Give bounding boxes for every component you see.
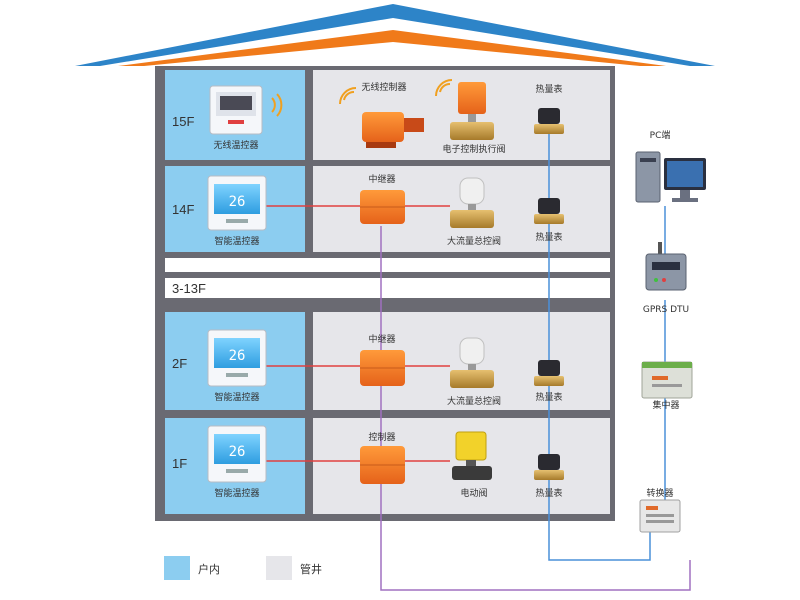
valve-label: 电动阀 <box>460 487 487 499</box>
controller-label: 中继器 <box>368 173 395 185</box>
pc-icon <box>635 151 706 203</box>
thermostat-icon: 26 <box>207 175 267 231</box>
floor-label: 3-13F <box>172 281 206 296</box>
wifi-icon <box>271 93 283 117</box>
meter-label: 热量表 <box>535 231 562 243</box>
controller-label: 无线控制器 <box>361 81 406 93</box>
heat-meter-icon <box>534 198 564 224</box>
thermostat-icon: 26 <box>207 425 267 483</box>
heat-meter-icon <box>534 454 564 480</box>
meter-label: 热量表 <box>535 487 562 499</box>
device-label: 智能温控器 <box>214 235 259 247</box>
floor-3-13f: 3-13F <box>165 278 610 298</box>
thermostat-display: 26 <box>229 348 246 364</box>
legend-indoor-label: 户内 <box>198 562 220 576</box>
converter-label: 转换器 <box>646 487 673 499</box>
pipe-wire <box>548 132 666 561</box>
concentrator-label: 集中器 <box>652 399 679 411</box>
large-valve-icon <box>450 177 494 228</box>
valve-label: 电子控制执行阀 <box>442 143 505 155</box>
device-label: 智能温控器 <box>214 487 259 499</box>
thermostat-display: 26 <box>229 194 246 210</box>
legend-pipe-swatch <box>266 556 292 580</box>
controller-icon <box>360 446 405 484</box>
repeater-icon <box>360 190 405 224</box>
valve-label: 大流量总控阀 <box>447 395 501 407</box>
meter-label: 热量表 <box>535 391 562 403</box>
controller-label: 中继器 <box>368 333 395 345</box>
thermostat-icon: 26 <box>207 329 267 387</box>
concentrator-icon <box>641 361 693 399</box>
converter-icon <box>639 499 681 533</box>
electronic-valve-icon <box>435 79 494 140</box>
thermostat-display: 26 <box>229 444 246 460</box>
large-valve-icon <box>450 337 494 388</box>
pc-label: PC端 <box>650 129 671 141</box>
floor-label: 14F <box>172 202 194 217</box>
floor-separator <box>165 258 610 272</box>
device-label: 智能温控器 <box>214 391 259 403</box>
gprs-label: GPRS DTU <box>643 305 689 315</box>
floor-label: 2F <box>172 356 187 371</box>
thermostat-icon <box>209 85 263 135</box>
repeater-icon <box>360 350 405 386</box>
bus-wire <box>380 226 691 591</box>
device-label: 无线温控器 <box>213 139 258 151</box>
legend-pipe-label: 管井 <box>300 562 322 576</box>
gprs-dtu-icon <box>645 242 687 291</box>
wireless-controller-icon <box>339 87 424 148</box>
floor-label: 1F <box>172 456 187 471</box>
red-wires <box>266 205 450 462</box>
legend: 户内 管井 <box>164 556 322 580</box>
controller-label: 控制器 <box>368 431 395 443</box>
heat-meter-icon <box>534 108 564 134</box>
heat-meter-icon <box>534 360 564 386</box>
legend-indoor-swatch <box>164 556 190 580</box>
roof <box>75 4 715 66</box>
meter-label: 热量表 <box>535 83 562 95</box>
floor-label: 15F <box>172 114 194 129</box>
valve-label: 大流量总控阀 <box>447 235 501 247</box>
motorized-valve-icon <box>452 431 492 480</box>
